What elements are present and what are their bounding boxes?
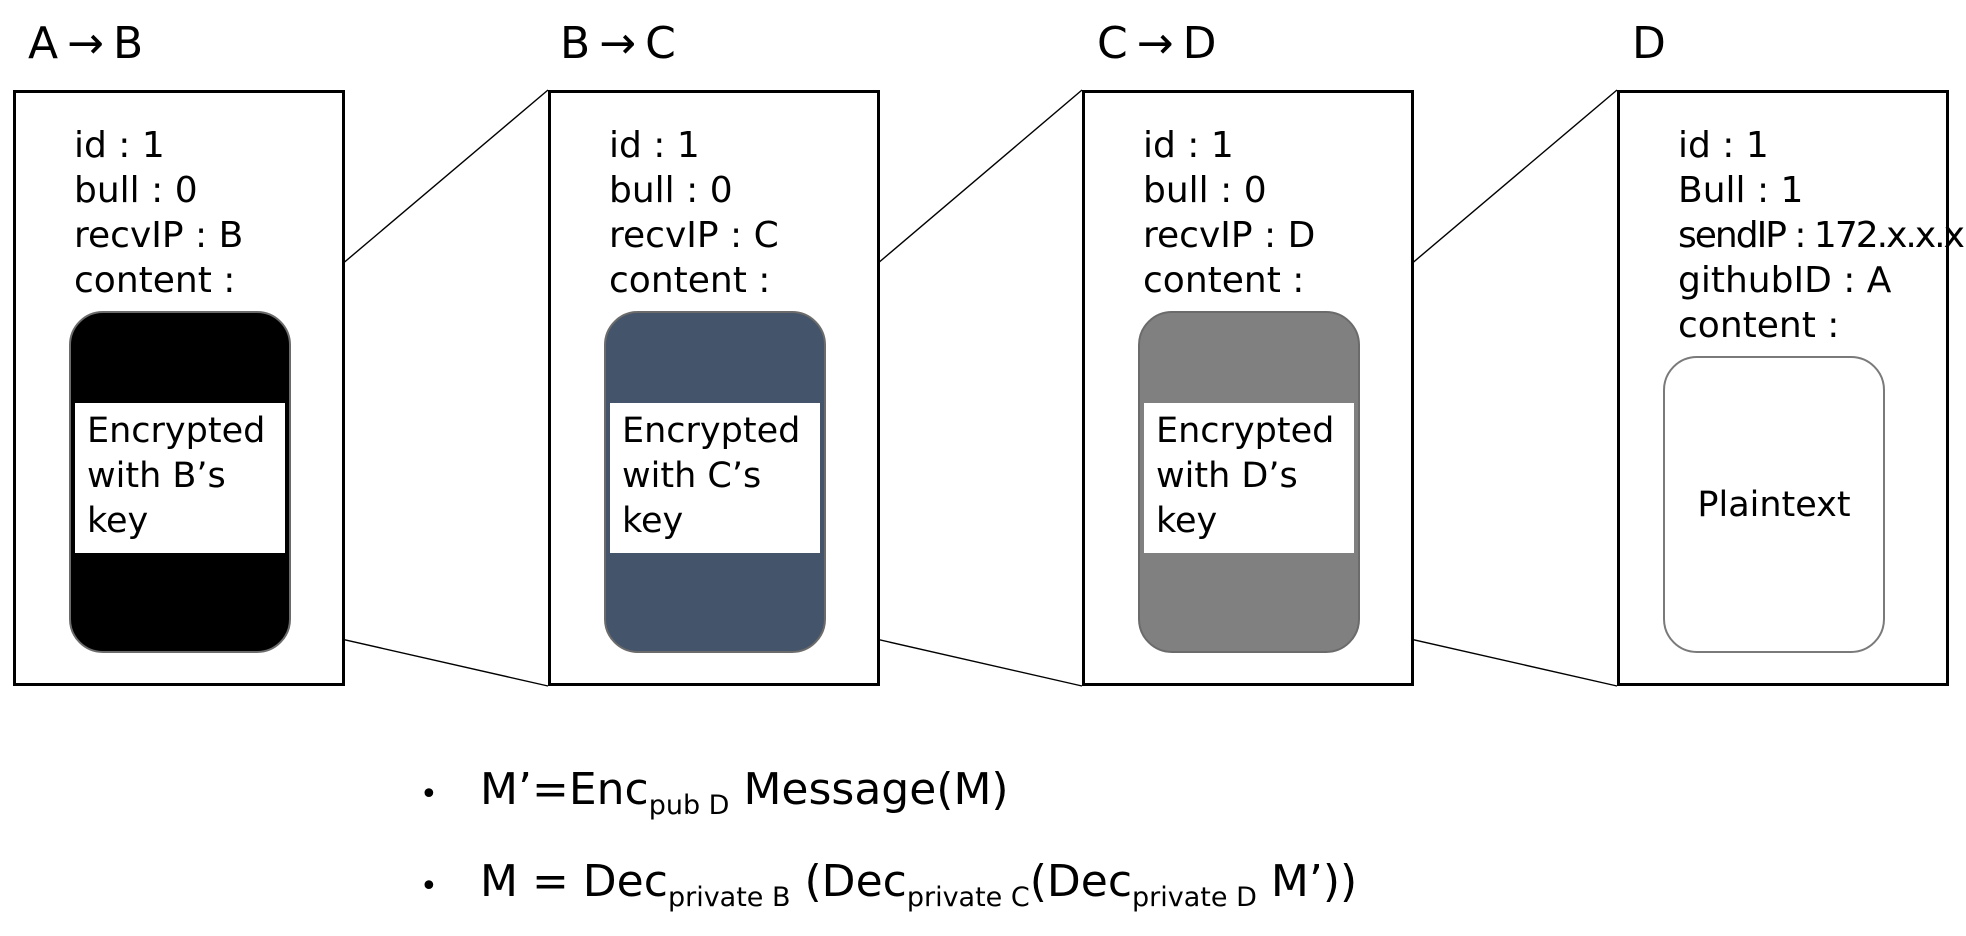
encrypted-payload: Encrypted with D’s key bbox=[1138, 311, 1360, 653]
packet-field: content : bbox=[74, 260, 236, 301]
formula-part: (Dec bbox=[1029, 856, 1133, 907]
hop-title: C→D bbox=[1097, 18, 1218, 70]
formula-row: • M’=Encpub D Message(M) bbox=[420, 752, 1357, 844]
arrow-right-icon: → bbox=[599, 18, 638, 69]
hop-to: D bbox=[1182, 18, 1218, 69]
formula-subscript: pub D bbox=[648, 790, 730, 821]
formula-part: M’)) bbox=[1256, 856, 1358, 907]
bullet-icon: • bbox=[420, 869, 438, 904]
packet-field: bull : 0 bbox=[1143, 170, 1267, 211]
formula-subscript: private C bbox=[906, 882, 1030, 913]
packet-field: id : 1 bbox=[1143, 125, 1234, 166]
formula-list: • M’=Encpub D Message(M) • M = Decprivate B… bbox=[420, 752, 1357, 936]
hop-node-label: D bbox=[1632, 18, 1667, 69]
payload-label-line: Encrypted bbox=[1156, 411, 1335, 451]
packet-field: recvIP : D bbox=[1143, 215, 1316, 256]
plaintext-payload: Plaintext bbox=[1663, 356, 1885, 653]
encrypted-payload: Encrypted with B’s key bbox=[69, 311, 291, 653]
packet-field: content : bbox=[1143, 260, 1305, 301]
payload-label-box: Encrypted with B’s key bbox=[75, 403, 285, 553]
packet-field: recvIP : B bbox=[74, 215, 244, 256]
formula-subscript: private B bbox=[667, 882, 791, 913]
hop-title: B→C bbox=[560, 18, 677, 70]
packet-field: githubID : A bbox=[1678, 260, 1892, 301]
formula-part: M’=Enc bbox=[480, 764, 649, 815]
hop-title: A→B bbox=[28, 18, 144, 70]
formula-text: M’=Encpub D Message(M) bbox=[480, 752, 1009, 844]
payload-label-line: with D’s bbox=[1156, 456, 1298, 496]
formula-part: (Dec bbox=[790, 856, 907, 907]
hop-from: C bbox=[1097, 18, 1129, 69]
formula-subscript: private D bbox=[1132, 882, 1257, 913]
packet-field: recvIP : C bbox=[609, 215, 779, 256]
payload-label-line: Encrypted bbox=[622, 411, 801, 451]
payload-label-line: with C’s bbox=[622, 456, 762, 496]
hop-from: B bbox=[560, 18, 592, 69]
arrow-right-icon: → bbox=[1136, 18, 1175, 69]
arrow-right-icon: → bbox=[67, 18, 105, 69]
payload-label-line: with B’s bbox=[87, 456, 226, 496]
bullet-icon: • bbox=[420, 777, 438, 812]
payload-label-box: Encrypted with D’s key bbox=[1144, 403, 1354, 553]
packet-field: content : bbox=[1678, 305, 1840, 346]
payload-label-line: key bbox=[622, 501, 684, 541]
packet-field: sendIP : 172.x.x.x bbox=[1678, 215, 1965, 256]
packet-field: id : 1 bbox=[1678, 125, 1769, 166]
formula-part: Message(M) bbox=[729, 764, 1009, 815]
hop-from: A bbox=[28, 18, 60, 69]
hop-title: D bbox=[1632, 18, 1667, 70]
hop-to: C bbox=[645, 18, 677, 69]
payload-label-line: Encrypted bbox=[87, 411, 266, 451]
packet-field: id : 1 bbox=[74, 125, 165, 166]
payload-label-line: key bbox=[87, 501, 149, 541]
formula-part: M = Dec bbox=[480, 856, 668, 907]
payload-label-box: Encrypted with C’s key bbox=[610, 403, 820, 553]
encrypted-payload: Encrypted with C’s key bbox=[604, 311, 826, 653]
hop-to: B bbox=[112, 18, 145, 69]
packet-field: Bull : 1 bbox=[1678, 170, 1804, 211]
packet-field: bull : 0 bbox=[74, 170, 198, 211]
formula-row: •M = Decprivate B (Decprivate C(Decpriva… bbox=[420, 844, 1357, 936]
formula-text: M = Decprivate B (Decprivate C(Decprivat… bbox=[480, 844, 1357, 936]
payload-label: Plaintext bbox=[1697, 484, 1851, 525]
packet-field: bull : 0 bbox=[609, 170, 733, 211]
packet-field: content : bbox=[609, 260, 771, 301]
payload-label-line: key bbox=[1156, 501, 1218, 541]
packet-field: id : 1 bbox=[609, 125, 700, 166]
